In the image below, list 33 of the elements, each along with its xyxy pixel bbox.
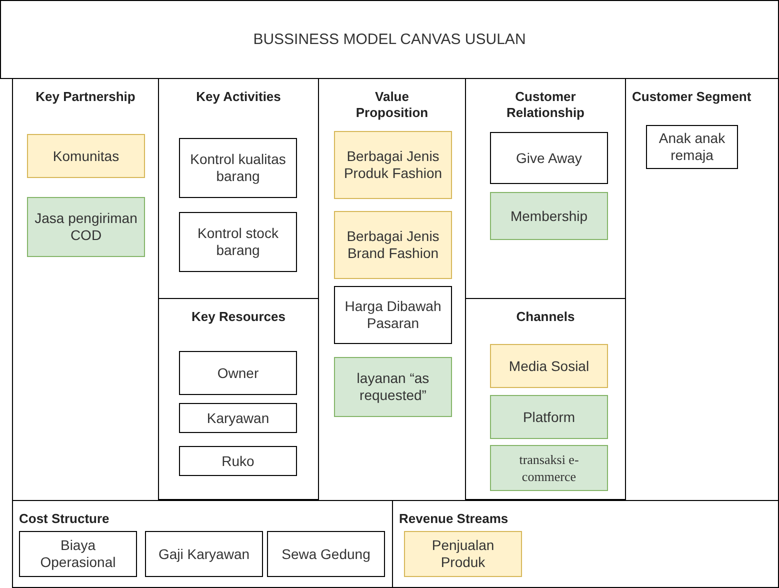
section-heading: Key Partnership — [34, 89, 136, 105]
note-card: Sewa Gedung — [267, 531, 385, 577]
section-heading: Value Proposition — [354, 89, 430, 121]
note-card: Penjualan Produk — [404, 531, 522, 577]
note-card: Give Away — [490, 132, 608, 184]
note-card: Platform — [490, 395, 608, 439]
section-heading: Cost Structure — [19, 511, 110, 527]
note-card: Ruko — [179, 446, 297, 476]
note-card: layanan “as requested” — [334, 357, 452, 417]
canvas-section — [392, 500, 779, 588]
note-card: transaksi e-commerce — [490, 445, 608, 491]
note-card: Kontrol stock barang — [179, 212, 297, 272]
note-card: Gaji Karyawan — [145, 531, 263, 577]
note-card: Berbagai Jenis Brand Fashion — [334, 211, 452, 279]
canvas-section — [12, 500, 393, 588]
section-heading: Customer Segment — [632, 89, 752, 105]
canvas-title: BUSSINESS MODEL CANVAS USULAN — [253, 31, 526, 48]
note-card: Kontrol kualitas barang — [179, 138, 297, 198]
note-card: Harga Dibawah Pasaran — [334, 286, 452, 344]
note-card: Media Sosial — [490, 344, 608, 388]
note-card: Owner — [179, 351, 297, 395]
note-card: Komunitas — [27, 134, 145, 178]
note-card: Biaya Operasional — [19, 531, 137, 577]
section-heading: Key Activities — [195, 89, 282, 105]
section-heading: Key Resources — [190, 309, 286, 325]
section-heading: Revenue Streams — [399, 511, 508, 527]
section-heading: Channels — [515, 309, 576, 325]
note-card: Berbagai Jenis Produk Fashion — [334, 131, 452, 199]
note-card: Jasa pengiriman COD — [27, 197, 145, 257]
note-card: Anak anak remaja — [646, 125, 738, 169]
note-card: Karyawan — [179, 403, 297, 433]
note-card: Membership — [490, 192, 608, 240]
section-heading: Customer Relationship — [505, 89, 586, 121]
